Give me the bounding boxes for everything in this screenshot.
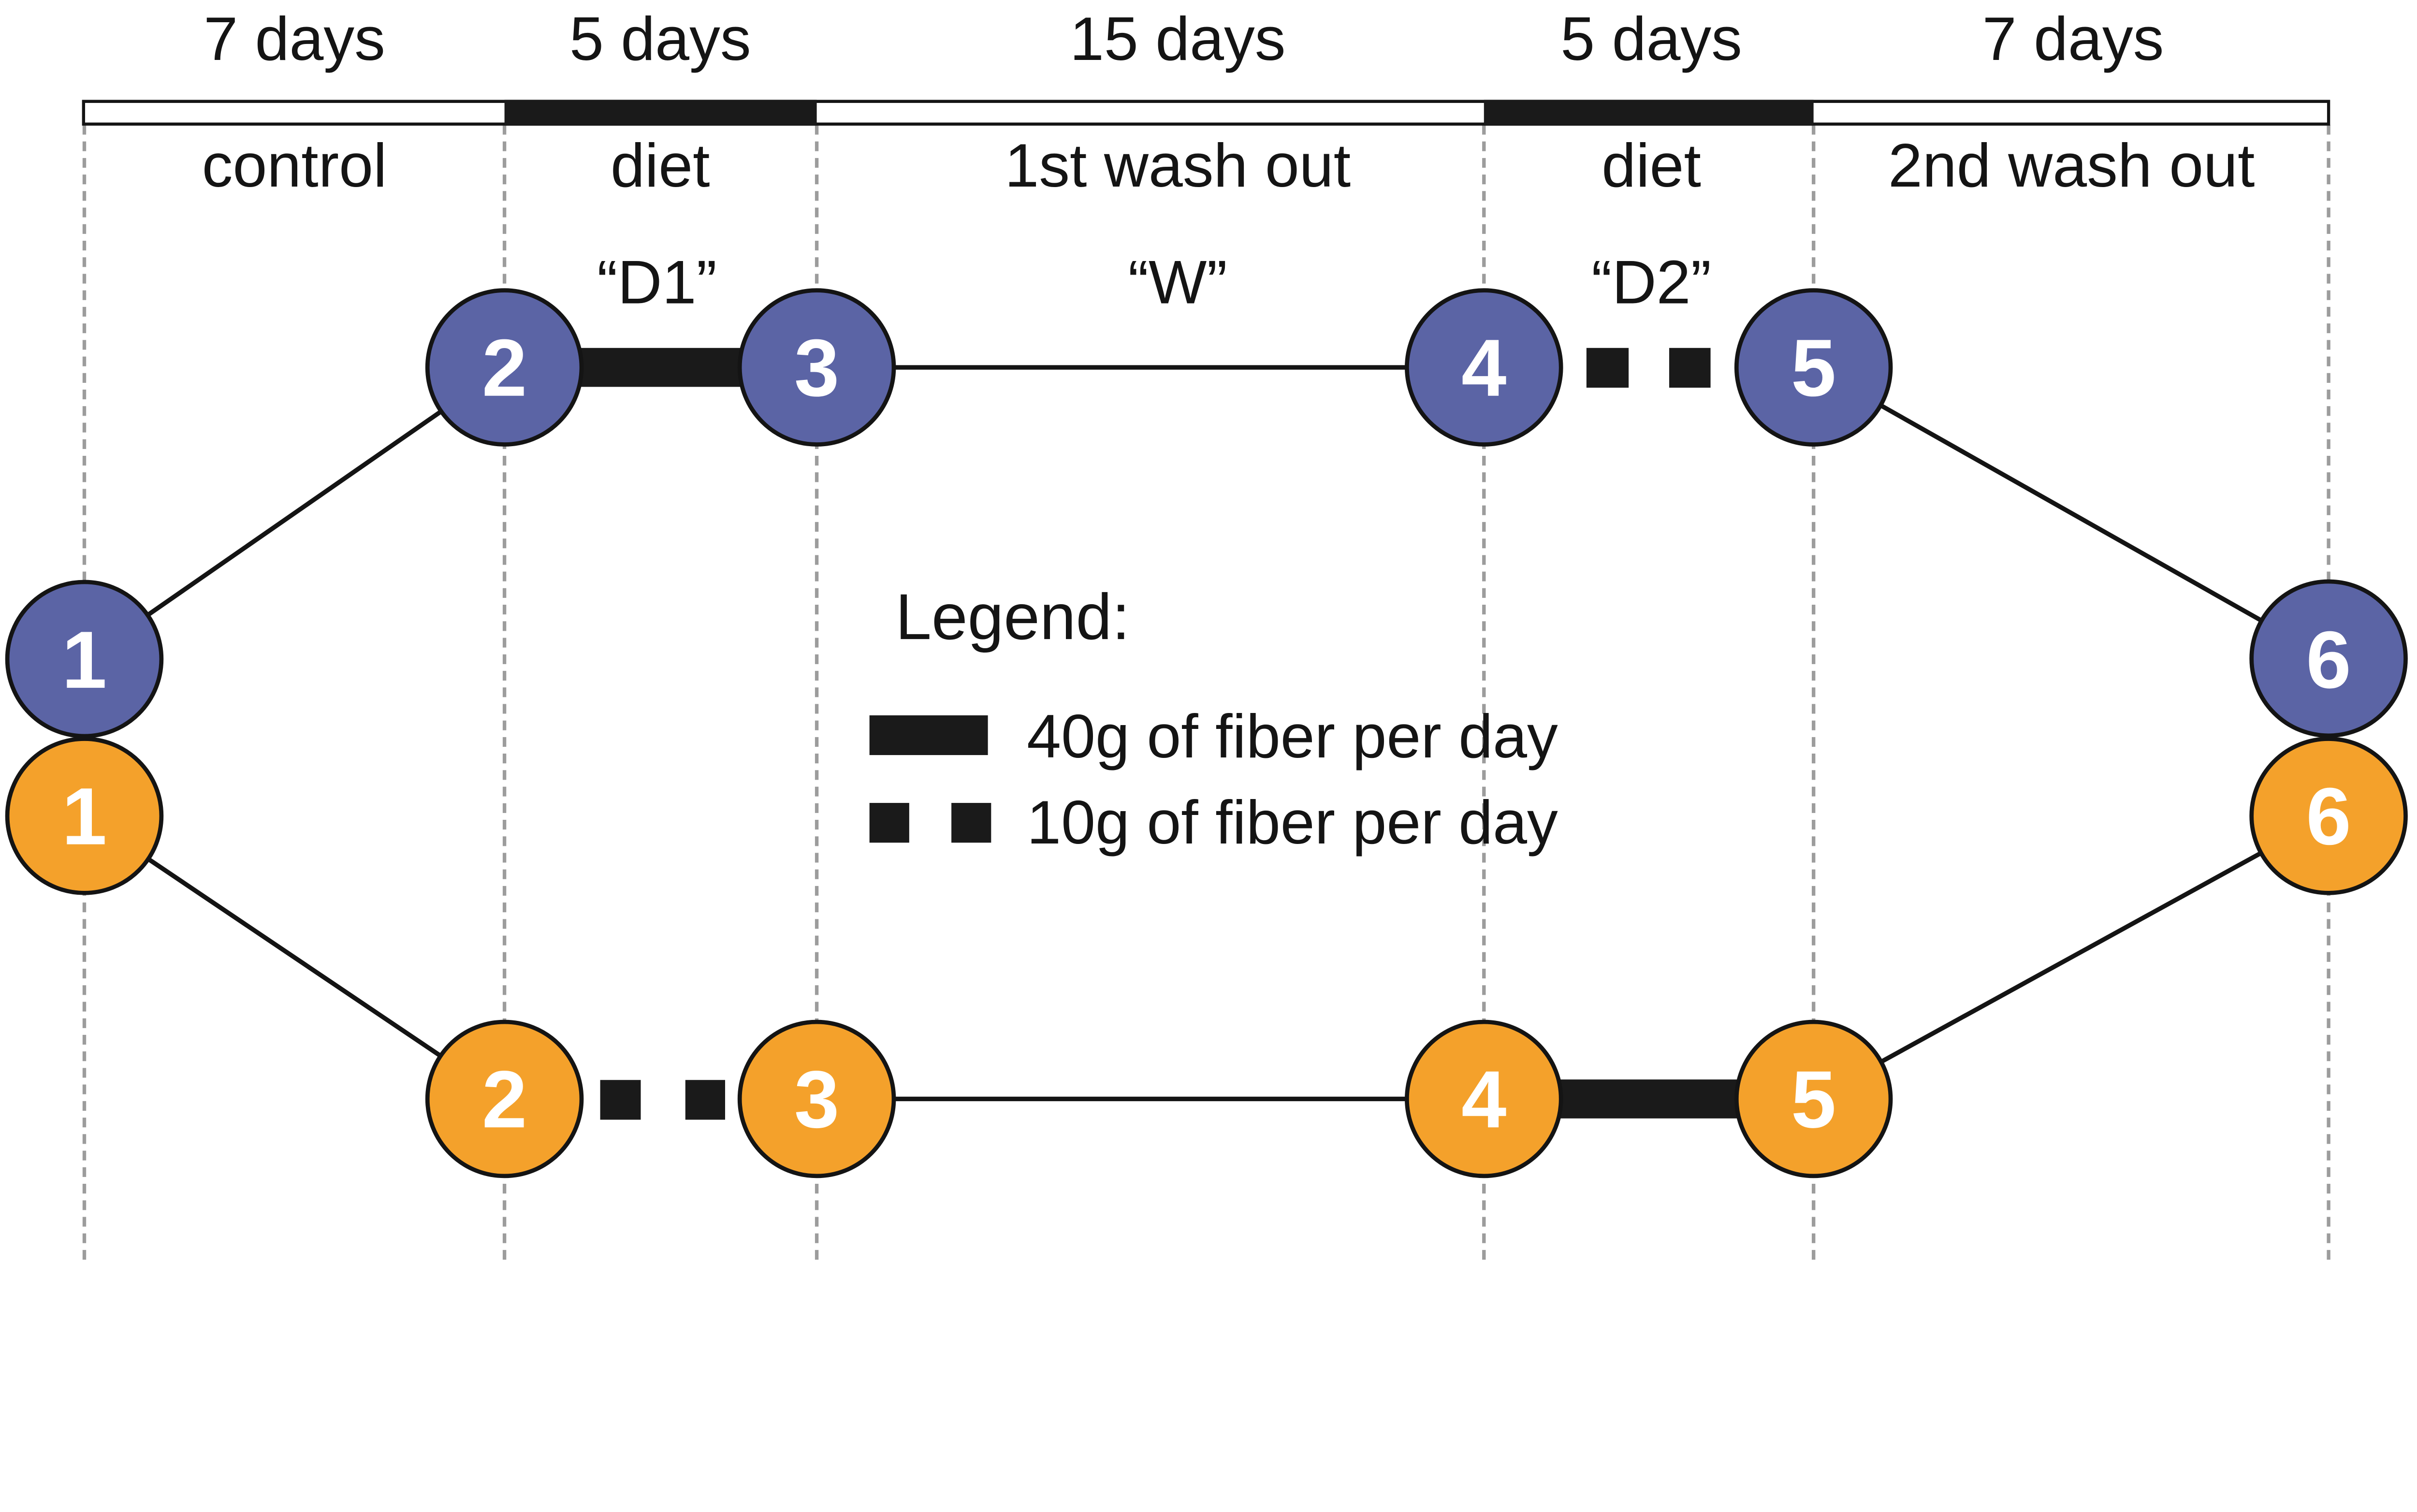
- legend-10g-square-icon: [869, 803, 909, 843]
- link-blue-5-6: [1812, 365, 2330, 661]
- node-orange-2-label: 2: [482, 1054, 527, 1145]
- node-blue-1-label: 1: [62, 614, 107, 705]
- duration-label: 15 days: [1070, 5, 1286, 73]
- phase-labels: control diet 1st wash out diet 2nd wash …: [202, 131, 2255, 200]
- node-blue-4-label: 4: [1461, 322, 1506, 413]
- duration-label: 5 days: [1560, 5, 1742, 73]
- node-orange-3: [737, 1019, 896, 1178]
- node-blue-5: [1734, 288, 1893, 447]
- link-orange-5-6: [1812, 814, 2330, 1101]
- phase-label: diet: [1602, 131, 1701, 200]
- node-blue-5-label: 5: [1791, 322, 1836, 413]
- legend: Legend: 40g of fiber per day 10g of fibe…: [869, 581, 1558, 857]
- legend-40g-bar-icon: [869, 715, 988, 756]
- phase-label: 1st wash out: [1005, 131, 1351, 200]
- legend-title: Legend:: [895, 581, 1130, 653]
- blue-arm: 1 2 3 4 5 6: [5, 288, 2408, 739]
- link-blue-1-2: [83, 365, 506, 661]
- study-design-diagram: 7 days 5 days 15 days 5 days 7 days cont…: [5, 5, 2408, 1265]
- node-blue-1: [5, 580, 164, 739]
- phase-code-label: “D1”: [597, 248, 717, 317]
- node-orange-3-label: 3: [794, 1054, 839, 1145]
- node-blue-6-label: 6: [2306, 614, 2351, 705]
- orange-arm: 1 2 3 4 5 6: [5, 737, 2408, 1178]
- phase-label: diet: [611, 131, 710, 200]
- duration-label: 7 days: [1982, 5, 2164, 73]
- node-blue-2: [425, 288, 584, 447]
- duration-label: 5 days: [569, 5, 751, 73]
- node-blue-4: [1405, 288, 1563, 447]
- phase-label: control: [202, 131, 387, 200]
- orange-10g-square: [600, 1080, 641, 1120]
- duration-label: 7 days: [204, 5, 385, 73]
- node-blue-2-label: 2: [482, 322, 527, 413]
- timeline-bar-outline: [82, 100, 2330, 126]
- blue-10g-square: [1669, 348, 1711, 388]
- node-blue-3: [737, 288, 896, 447]
- phase-code-label: “D2”: [1591, 248, 1711, 317]
- node-orange-1: [5, 737, 164, 895]
- node-orange-1-label: 1: [62, 771, 107, 862]
- node-orange-5: [1734, 1019, 1893, 1178]
- node-orange-6: [2249, 737, 2408, 895]
- phase-code-label: “W”: [1128, 248, 1227, 317]
- legend-item-label: 40g of fiber per day: [1027, 702, 1558, 771]
- timeline-bar: [82, 100, 2330, 126]
- link-orange-1-2: [83, 814, 506, 1101]
- blue-10g-square: [1586, 348, 1629, 388]
- node-orange-6-label: 6: [2306, 771, 2351, 862]
- phase-label: 2nd wash out: [1888, 131, 2255, 200]
- node-orange-5-label: 5: [1791, 1054, 1836, 1145]
- legend-10g-square-icon: [951, 803, 991, 843]
- duration-labels: 7 days 5 days 15 days 5 days 7 days: [204, 5, 2164, 73]
- diet-segment-1: [504, 100, 817, 126]
- phase-code-labels: “D1” “W” “D2”: [597, 248, 1711, 317]
- node-orange-4-label: 4: [1461, 1054, 1506, 1145]
- node-blue-6: [2249, 579, 2408, 738]
- node-orange-4: [1405, 1019, 1563, 1178]
- node-blue-3-label: 3: [794, 322, 839, 413]
- orange-10g-square: [685, 1080, 726, 1120]
- diet-segment-2: [1484, 100, 1814, 126]
- legend-item-label: 10g of fiber per day: [1027, 788, 1558, 857]
- node-orange-2: [425, 1019, 584, 1178]
- study-design-figure: 7 days 5 days 15 days 5 days 7 days cont…: [5, 5, 2408, 1265]
